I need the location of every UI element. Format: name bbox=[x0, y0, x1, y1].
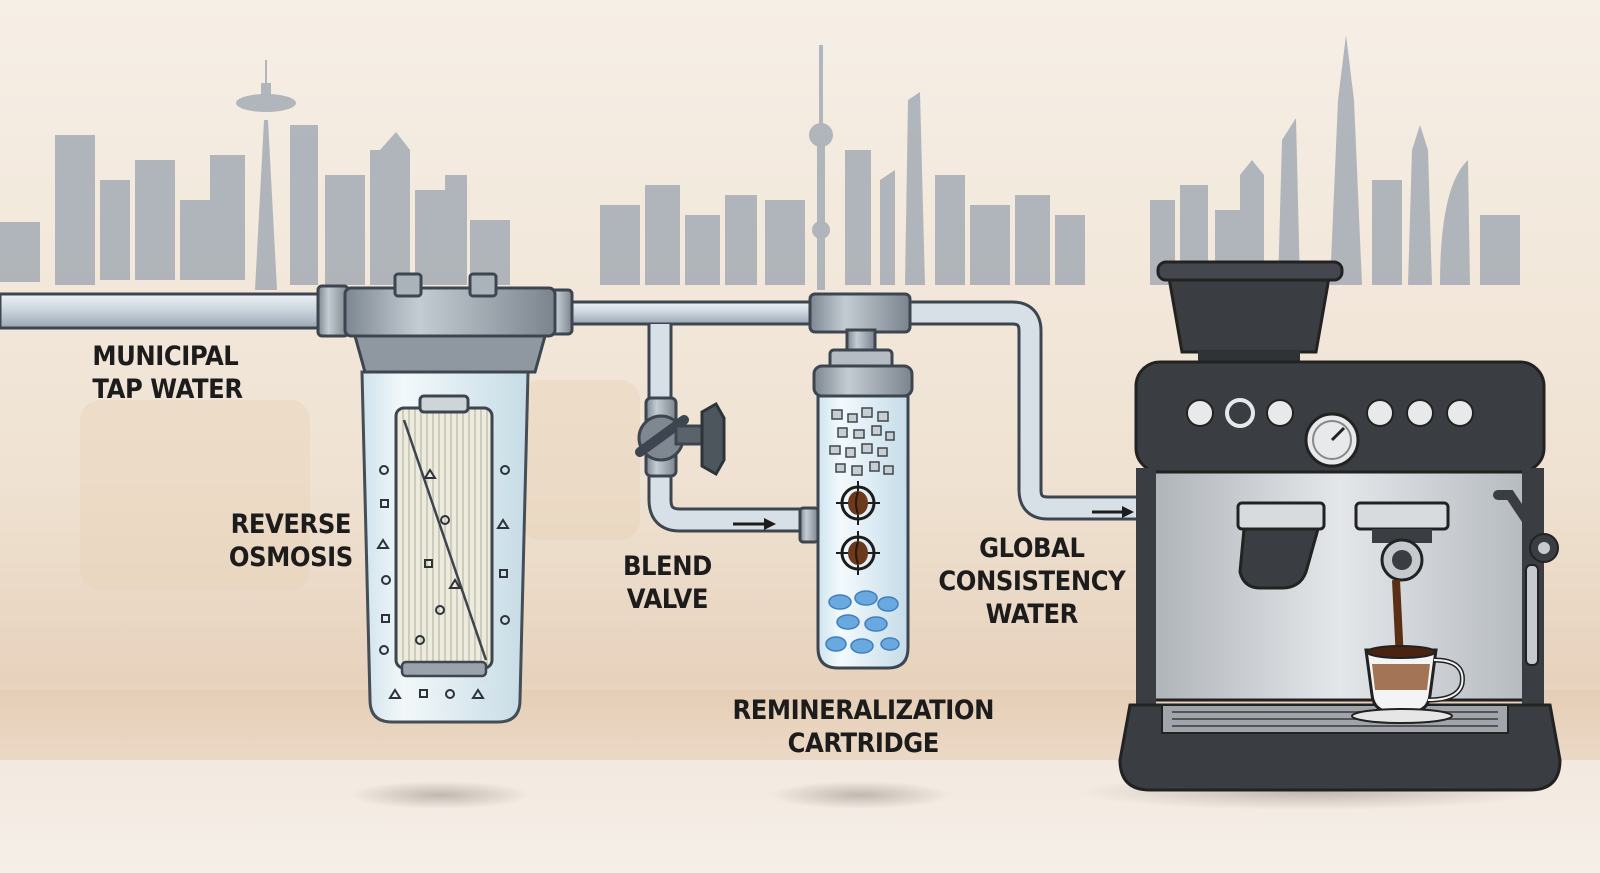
remineralization-cartridge bbox=[798, 348, 914, 670]
label-line: CARTRIDGE bbox=[787, 728, 940, 759]
city-skyline-silhouette bbox=[0, 35, 1520, 290]
label-line: WATER bbox=[985, 599, 1079, 630]
label-line: OSMOSIS bbox=[228, 542, 353, 573]
reverse-osmosis-filter-housing bbox=[343, 272, 557, 724]
blend-valve-handle bbox=[635, 396, 726, 478]
filter-shadow bbox=[350, 781, 530, 809]
mineral-cloud-icons bbox=[825, 590, 900, 654]
background-blur-shape bbox=[520, 380, 640, 540]
espresso-cup bbox=[1351, 645, 1465, 724]
coffee-bean-icon bbox=[836, 481, 880, 525]
espresso-machine bbox=[1118, 260, 1562, 792]
label-line: REMINERALIZATION bbox=[732, 695, 995, 726]
inlet-pipe bbox=[0, 284, 350, 338]
machine-control-buttons bbox=[1186, 398, 1474, 428]
flow-arrow-icon bbox=[1092, 506, 1134, 518]
label-municipal-tap-water: MUNICIPAL TAP WATER bbox=[92, 340, 243, 406]
label-reverse-osmosis: REVERSE OSMOSIS bbox=[229, 508, 353, 574]
label-global-consistency-water: GLOBAL CONSISTENCY WATER bbox=[938, 532, 1125, 631]
label-line: VALVE bbox=[626, 584, 709, 615]
cartridge-shadow bbox=[770, 781, 950, 809]
label-line: GLOBAL bbox=[979, 533, 1085, 564]
label-line: BLEND bbox=[622, 551, 712, 582]
label-line: CONSISTENCY bbox=[938, 566, 1126, 597]
flow-arrow-icon bbox=[733, 518, 776, 530]
label-line: MUNICIPAL bbox=[92, 341, 239, 372]
label-blend-valve: BLEND VALVE bbox=[623, 550, 712, 616]
label-line: REVERSE bbox=[230, 509, 352, 540]
background-blur-shape bbox=[80, 400, 310, 590]
label-remineralization-cartridge: REMINERALIZATION CARTRIDGE bbox=[732, 694, 995, 760]
pressure-gauge-icon bbox=[1304, 412, 1360, 468]
coffee-bean-icon bbox=[836, 531, 880, 575]
label-line: TAP WATER bbox=[92, 374, 243, 405]
